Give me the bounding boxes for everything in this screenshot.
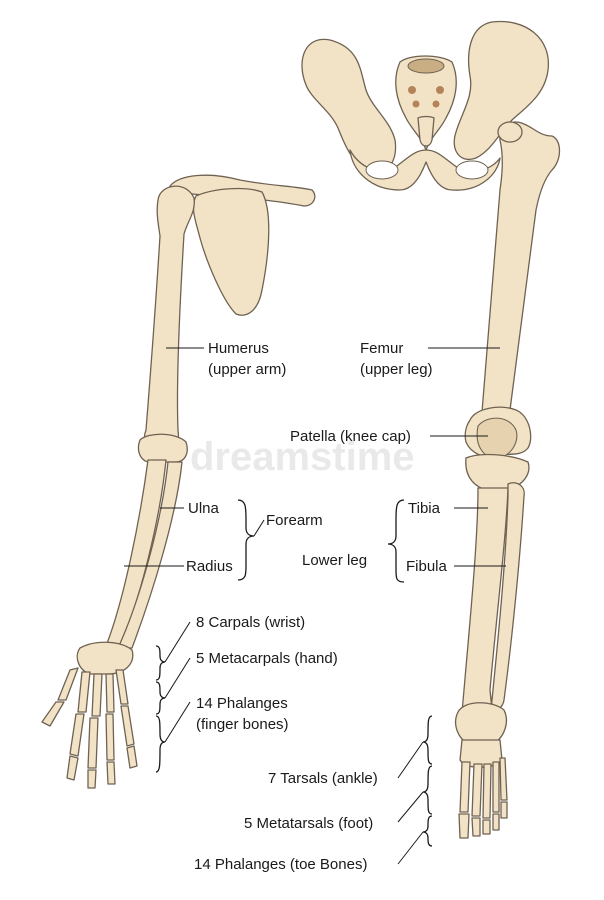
- label-radius: Radius: [186, 558, 233, 575]
- label-tibia: Tibia: [408, 500, 441, 517]
- label-femur: Femur: [360, 340, 403, 357]
- label-metatarsals: 5 Metatarsals (foot): [244, 815, 373, 832]
- label-metacarpals: 5 Metacarpals (hand): [196, 650, 338, 667]
- label-upper-arm: (upper arm): [208, 361, 286, 378]
- label-upper-leg: (upper leg): [360, 361, 433, 378]
- annotation-lines: [124, 347, 506, 865]
- pelvis-illustration: [301, 20, 549, 191]
- label-patella: Patella (knee cap): [290, 428, 411, 445]
- watermark-text: dreamstime: [190, 435, 415, 479]
- label-finger-bones: (finger bones): [196, 716, 289, 733]
- label-ulna: Ulna: [188, 500, 220, 517]
- label-phalanges-hand: 14 Phalanges: [196, 695, 288, 712]
- label-carpals: 8 Carpals (wrist): [196, 614, 305, 631]
- labels: Humerus (upper arm) Femur (upper leg) Pa…: [186, 340, 448, 873]
- label-fibula: Fibula: [406, 558, 448, 575]
- label-forearm: Forearm: [266, 512, 323, 529]
- label-lower-leg: Lower leg: [302, 552, 367, 569]
- label-tarsals: 7 Tarsals (ankle): [268, 770, 378, 787]
- label-phalanges-foot: 14 Phalanges (toe Bones): [194, 856, 367, 873]
- leg-illustration: [455, 121, 561, 839]
- label-humerus: Humerus: [208, 340, 269, 357]
